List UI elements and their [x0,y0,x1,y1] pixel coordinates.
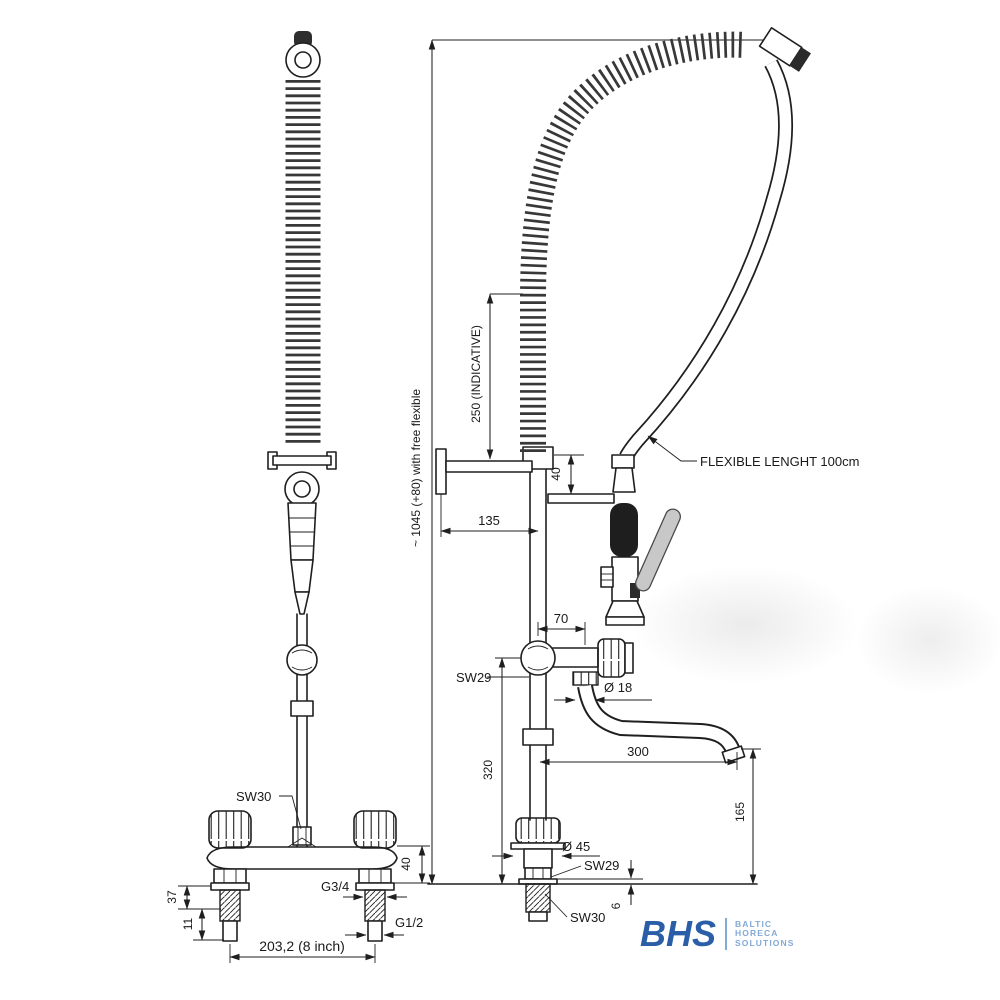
dia-45-label: Ø 45 [562,839,590,854]
logo-divider [725,918,728,950]
dia-18-label: Ø 18 [604,680,632,695]
mixer-tee [520,638,634,686]
sw30-label-front: SW30 [236,789,271,804]
logo-tagline-line1: BALTIC [735,918,773,929]
hang-ring-inner [294,51,312,69]
logo-tagline-line3: SOLUTIONS [735,937,795,948]
front-view-dimensions: SW30 37 11 40 G3/4 G1/2 203,2 (8 inch) [165,789,430,963]
gun-lever [635,508,681,592]
dim-135: 135 [478,513,500,528]
deck-dome [287,837,317,848]
flexible-hose-fill [620,60,792,460]
dim-spread: 203,2 (8 inch) [259,938,345,954]
swivel-spout-fill [579,684,739,754]
flexible-note-leader [647,435,697,462]
dim-40-front: 40 [399,857,413,871]
spout-swivel-nut [572,671,599,686]
logo-brand-text: BHS [640,913,717,954]
base-thread-side [525,883,551,913]
right-handle-knob [353,810,397,849]
dim-overall-height: ~ 1045 (+80) with free flexible [409,389,423,547]
wall-bracket [435,448,533,495]
logo-tagline: BALTIC HORECA SOLUTIONS [735,918,795,949]
spray-valve-front [267,451,337,615]
front-view [206,31,398,942]
logo-tagline-line2: HORECA [735,928,779,939]
flexible-length-note: FLEXIBLE LENGHT 100cm [700,454,859,469]
dim-11: 11 [181,917,195,930]
dim-6: 6 [609,902,623,909]
sw29-base-label: SW29 [584,858,619,873]
flexible-hose-outline [619,59,794,461]
g12-label: G1/2 [395,915,423,930]
dim-320: 320 [481,760,495,780]
sw30-leader-front [279,795,302,830]
deck-body-front [206,846,398,870]
sw29-nut-side [524,867,552,880]
bhs-logo: BHS BALTIC HORECA SOLUTIONS [640,916,795,952]
side-view: ~ 1045 (+80) with free flexible 250 (IND… [409,26,859,925]
spray-gun [547,454,681,626]
riser-front [286,613,318,848]
g34-label: G3/4 [321,879,349,894]
sw30-base-label: SW30 [570,910,605,925]
left-handle-knob [208,810,252,849]
gun-grip [610,503,638,557]
dim-37: 37 [165,890,179,904]
side-handle-knob [597,638,626,678]
dim-250-indicative: 250 (INDICATIVE) [469,325,483,423]
coil-spring-side [520,31,747,452]
left-shank [210,868,250,942]
dim-300: 300 [627,744,649,759]
right-shank [355,868,395,942]
dim-40-side: 40 [549,467,563,481]
hose-top-fitting [758,26,811,72]
dim-70: 70 [554,611,568,626]
base-knob-side [515,817,561,844]
base-assembly-side [427,817,758,922]
dim-165: 165 [733,802,747,822]
sw29-valve-label: SW29 [456,670,491,685]
gun-holder-arm [547,493,615,504]
